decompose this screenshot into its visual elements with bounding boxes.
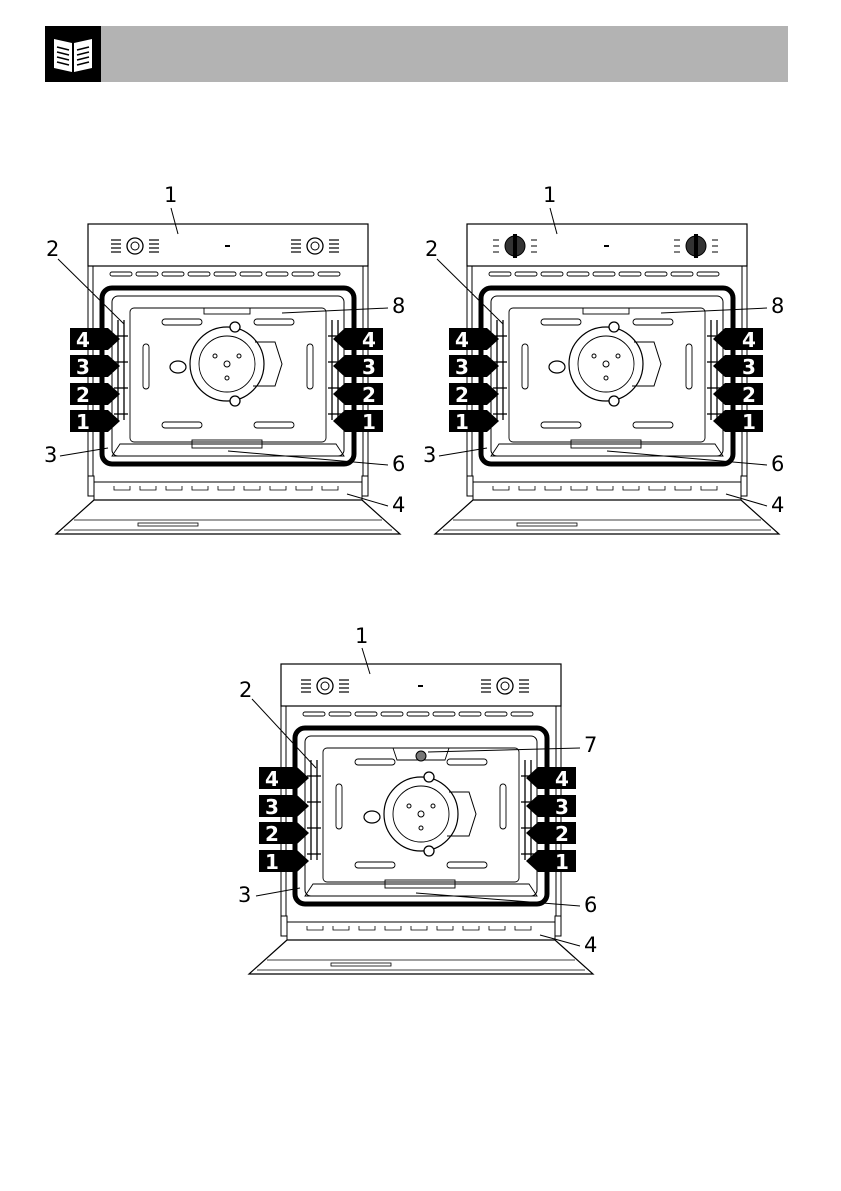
shelf-b-right-4: 4 [742,328,756,352]
oven-figure-a [56,224,400,534]
callout-c-bottom-element: 6 [584,893,597,917]
callout-b-bottom-element: 6 [771,452,784,476]
shelf-c-right-2: 2 [555,822,569,846]
shelf-c-right-3: 3 [555,795,569,819]
shelf-b-left-4: 4 [455,328,469,352]
callout-a-top-element: 8 [392,294,405,318]
callout-b-door: 4 [771,493,784,517]
shelf-c-left-4: 4 [265,767,279,791]
shelf-a-right-2: 2 [362,383,376,407]
callout-b-seal: 3 [423,443,436,467]
shelf-c-left-1: 1 [265,850,279,874]
shelf-c-left-3: 3 [265,795,279,819]
shelf-badges-c-left: 4 3 2 1 [259,767,309,874]
shelf-b-left-1: 1 [455,410,469,434]
callout-a-rack-guides: 2 [46,237,59,261]
shelf-a-left-4: 4 [76,328,90,352]
shelf-c-left-2: 2 [265,822,279,846]
callout-a-seal: 3 [44,443,57,467]
callout-c-lamp: 7 [584,733,597,757]
shelf-c-right-1: 1 [555,850,569,874]
callout-c-seal: 3 [238,883,251,907]
shelf-b-right-3: 3 [742,355,756,379]
callout-c-control-panel: 1 [355,624,368,648]
shelf-a-left-2: 2 [76,383,90,407]
shelf-b-left-3: 3 [455,355,469,379]
shelf-c-right-4: 4 [555,767,569,791]
shelf-a-left-3: 3 [76,355,90,379]
callout-c-door: 4 [584,933,597,957]
callout-b-rack-guides: 2 [425,237,438,261]
callout-b-control-panel: 1 [543,183,556,207]
callout-a-bottom-element: 6 [392,452,405,476]
shelf-a-right-1: 1 [362,410,376,434]
callout-c-rack-guides: 2 [239,678,252,702]
shelf-b-left-2: 2 [455,383,469,407]
shelf-b-right-1: 1 [742,410,756,434]
shelf-b-right-2: 2 [742,383,756,407]
callout-a-control-panel: 1 [164,183,177,207]
callout-b-top-element: 8 [771,294,784,318]
callout-a-door: 4 [392,493,405,517]
shelf-a-right-4: 4 [362,328,376,352]
shelf-a-left-1: 1 [76,410,90,434]
oven-figure-c [249,664,593,974]
shelf-a-right-3: 3 [362,355,376,379]
oven-figure-b [435,224,779,534]
